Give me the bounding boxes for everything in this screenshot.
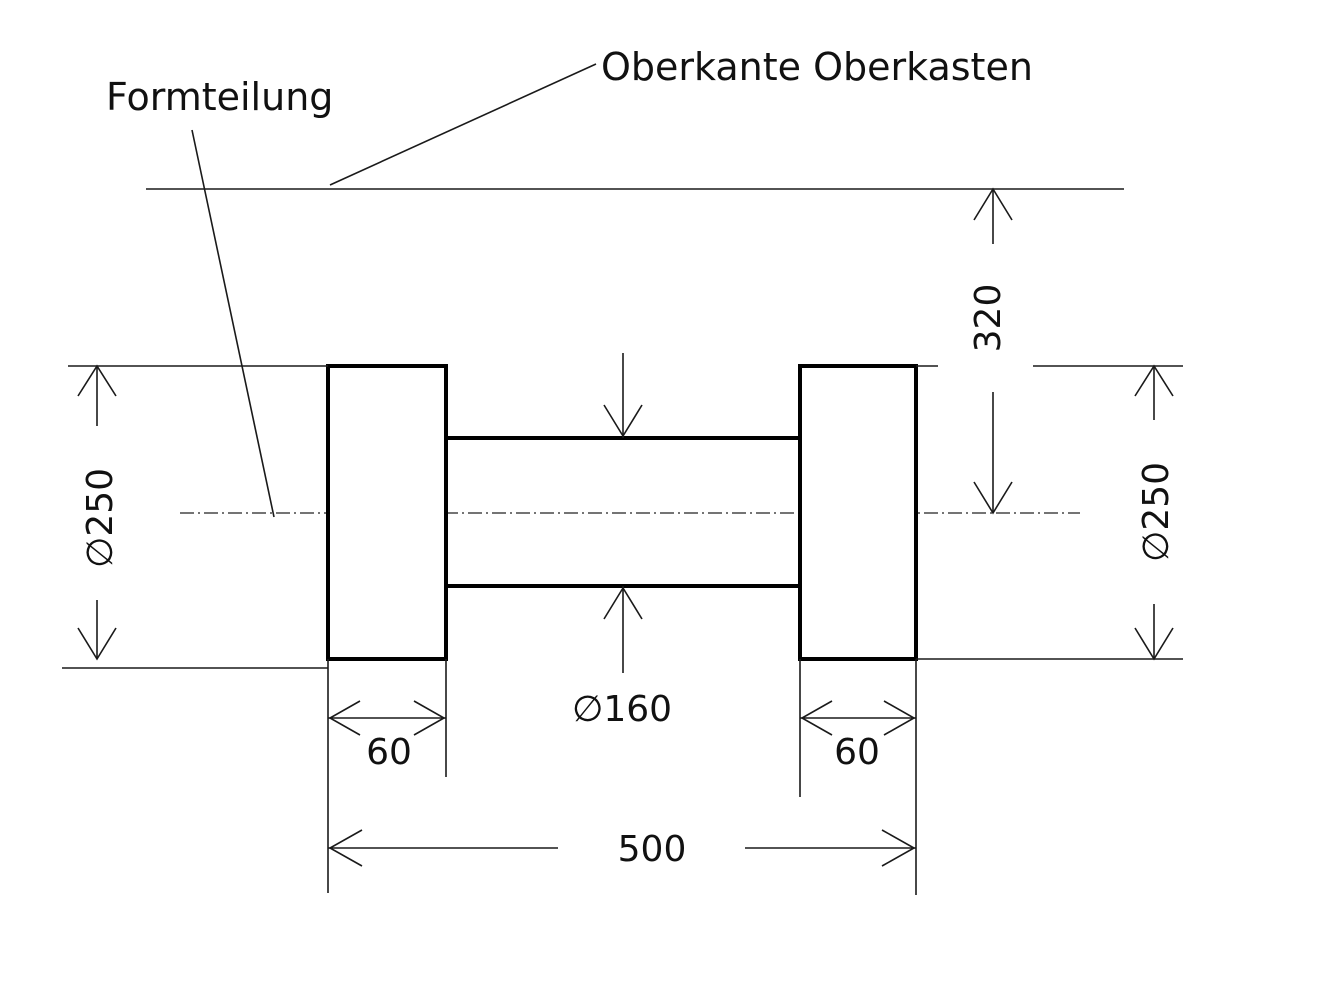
top-edge-label: Oberkante Oberkasten [601,45,1033,89]
total-length-arrow-right [881,829,916,867]
height-dimension-label: 320 [968,284,1009,353]
shaft-dim-arrow-bottom [603,586,643,620]
left-dim-arrow-top [77,364,117,397]
right-dim-arrow-bottom [1134,627,1174,661]
right-flange-width-label: 60 [834,732,880,773]
left-dim-arrow-bottom [77,627,117,661]
shaft-diameter-label: ∅160 [572,689,672,730]
right-dim-arrow-top [1134,364,1174,397]
right-width-arrow-right [883,700,916,736]
left-flange [326,364,448,661]
left-width-arrow-right [413,700,446,736]
right-width-arrow-left [800,700,833,736]
left-width-arrow-left [328,700,361,736]
total-length-arrow-left [328,829,363,867]
left-flange-width-label: 60 [366,732,412,773]
right-flange [798,364,918,661]
shaft-dim-arrow-top [603,404,643,438]
right-flange-diameter-label: ∅250 [1136,462,1177,562]
parting-line-leader [191,129,275,518]
total-length-label: 500 [618,829,687,870]
left-flange-diameter-label: ∅250 [80,468,121,568]
height-dim-arrow-top [973,187,1013,221]
height-dim-arrow-bottom [973,481,1013,515]
parting-line-label: Formteilung [106,75,333,119]
top-edge-leader [329,63,597,186]
